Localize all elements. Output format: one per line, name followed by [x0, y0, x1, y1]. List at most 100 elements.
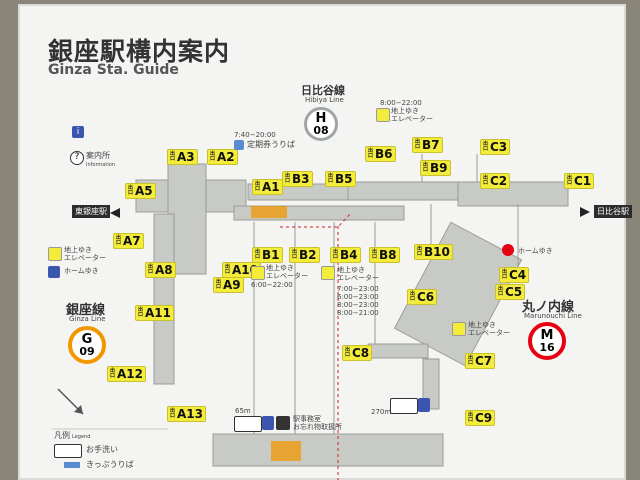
station-office-label: 駅事務室 [293, 415, 321, 423]
hibiya-number: 08 [313, 123, 329, 137]
marunouchi-number: 16 [539, 340, 555, 354]
exit-prefix: 出口 [333, 249, 339, 260]
exit-prefix: 出口 [148, 264, 154, 275]
question-icon: ? [70, 151, 84, 165]
east-concourse [457, 181, 569, 207]
exit-code: B1 [262, 248, 280, 262]
exit-code: B8 [379, 248, 397, 262]
elevator-east-up: 地上ゆき [468, 321, 496, 329]
distance-east: 270m [371, 408, 392, 416]
elevator-b4-up: 地上ゆき [337, 266, 365, 274]
ginza-line-badge: G 09 [68, 326, 106, 364]
distance-west: 65m [235, 407, 251, 415]
hibiya-concourse [347, 181, 459, 201]
exit-code: B3 [292, 172, 310, 186]
hours-weekday: 7:00−23:00 [337, 285, 379, 293]
exit-code: B10 [424, 245, 450, 259]
exit-code: A13 [177, 407, 203, 421]
exit-prefix: 出口 [128, 185, 134, 196]
exit-code: A5 [135, 184, 153, 198]
exit-prefix: 出口 [138, 307, 144, 318]
marunouchi-platform-icon [502, 244, 514, 256]
exit-code: B6 [375, 147, 393, 161]
elevator-center-label: エレベーター [266, 272, 308, 280]
south-corridor [367, 343, 429, 359]
exit-prefix: 出口 [216, 279, 222, 290]
marunouchi-line-en: Marunouchi Line [524, 312, 582, 320]
to-higashi-ginza: 東銀座駅 [72, 205, 110, 218]
info-label-en: Information [86, 162, 115, 168]
elevator-top-hours: 8:00−22:00 [380, 99, 422, 107]
accessible-icon-south [262, 416, 274, 430]
exit-prefix: 出口 [567, 175, 573, 186]
exit-prefix: 出口 [328, 173, 334, 184]
exit-code: A7 [123, 234, 141, 248]
to-hibiya: 日比谷駅 [594, 205, 632, 218]
exit-code: A12 [117, 367, 143, 381]
arrow-east [580, 207, 590, 217]
exit-prefix: 出口 [110, 368, 116, 379]
orange-gate-south [271, 441, 301, 461]
hibiya-letter: H [315, 110, 327, 126]
exit-code: C7 [475, 354, 493, 368]
page-title: 銀座駅構内案内 [48, 37, 231, 66]
exit-prefix: 出口 [468, 355, 474, 366]
exit-code: A9 [223, 278, 241, 292]
hibiya-line-en: Hibiya Line [305, 96, 344, 104]
exit-prefix: 出口 [417, 246, 423, 257]
marunouchi-home-up: ホームゆき [518, 247, 553, 255]
exit-prefix: 出口 [498, 286, 504, 297]
exit-code: A2 [217, 150, 235, 164]
exit-code: C1 [574, 174, 592, 188]
elevator-east-icon [452, 322, 466, 336]
elevator-top-icon [376, 108, 390, 122]
exit-prefix: 出口 [423, 162, 429, 173]
exit-code: B4 [340, 248, 358, 262]
elevator-b4-icon [321, 266, 335, 280]
pass-office-label: 定期券うりば [247, 140, 295, 149]
legend-ticket-label: きっぷうりば [86, 460, 134, 469]
exit-code: C6 [417, 290, 435, 304]
legend-title-en: Legend [72, 434, 91, 440]
legend-title: 凡例 [54, 431, 70, 440]
platform-elevator-west-icon [48, 266, 60, 278]
exit-prefix: 出口 [285, 173, 291, 184]
toilet-icon-east [390, 398, 418, 414]
ginza-number: 09 [79, 344, 95, 358]
exit-prefix: 出口 [225, 264, 231, 275]
exit-code: A3 [177, 150, 195, 164]
exit-prefix: 出口 [468, 412, 474, 423]
exit-prefix: 出口 [170, 151, 176, 162]
exit-code: C9 [475, 411, 493, 425]
elevator-west-up: 地上ゆき [64, 246, 92, 254]
legend-ticket-icon [64, 462, 80, 468]
exit-prefix: 出口 [255, 249, 261, 260]
accessible-icon-east [418, 398, 430, 412]
exit-code: B7 [422, 138, 440, 152]
marunouchi-letter: M [540, 327, 554, 343]
exit-code: C8 [352, 346, 370, 360]
page-subtitle: Ginza Sta. Guide [48, 62, 179, 78]
elevator-center-hours: 6:00−22:00 [251, 281, 293, 289]
north-arrow-head [74, 405, 83, 414]
